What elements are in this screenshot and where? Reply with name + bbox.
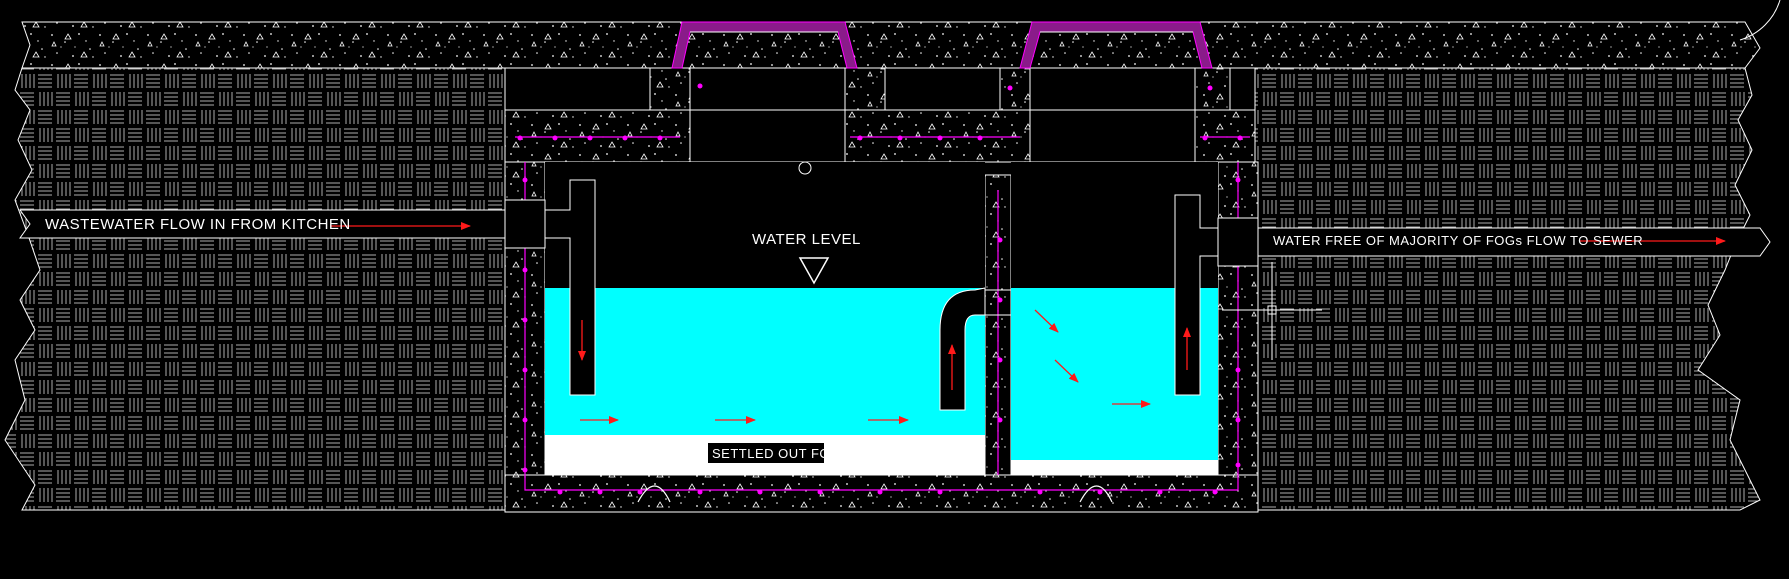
settled-label-box: [708, 443, 824, 463]
soil-left: [4, 67, 506, 511]
corner-arc: [1739, 0, 1781, 41]
riser-right-2: [1194, 67, 1231, 111]
outlet-tee: [1174, 194, 1219, 396]
manhole-frame-right: [1019, 21, 1213, 69]
inlet-pipe-wall-sleeve: [504, 199, 546, 249]
soil-right: [1254, 67, 1761, 511]
outlet-pipe-wall-sleeve: [1217, 217, 1259, 267]
flow-arrows: [330, 222, 1726, 424]
manhole-frame-left: [671, 21, 858, 69]
water-body-left: [545, 288, 985, 435]
lifting-hook-left: [637, 485, 671, 503]
water-level-label: WATER LEVEL: [752, 231, 861, 248]
riser-left: [649, 67, 691, 111]
riser-right-inner: [1029, 67, 1196, 111]
inlet-pipe: [19, 209, 506, 239]
settled-fog-layer-right: [1011, 460, 1218, 475]
riser-right: [999, 67, 1031, 111]
inlet-label: WASTEWATER FLOW IN FROM KITCHEN: [45, 216, 351, 233]
roof-opening-left: [689, 109, 846, 163]
roof-opening-right: [1029, 109, 1196, 163]
outlet-label: WATER FREE OF MAJORITY OF FOGs FLOW TO S…: [1273, 233, 1643, 248]
riser-left-inner: [689, 67, 846, 111]
vent-hole: [798, 161, 812, 175]
transfer-pipe: [939, 287, 986, 411]
riser-left-2: [844, 67, 886, 111]
water-level-symbol: [798, 257, 830, 285]
cursor-crosshair-icon: [1222, 262, 1322, 360]
lifting-hook-right: [1079, 485, 1113, 503]
ground-surface-slab: [21, 21, 1761, 69]
settled-fogs-label: SETTLED OUT FOGs: [712, 446, 848, 461]
rebar-lines: [515, 136, 1250, 491]
